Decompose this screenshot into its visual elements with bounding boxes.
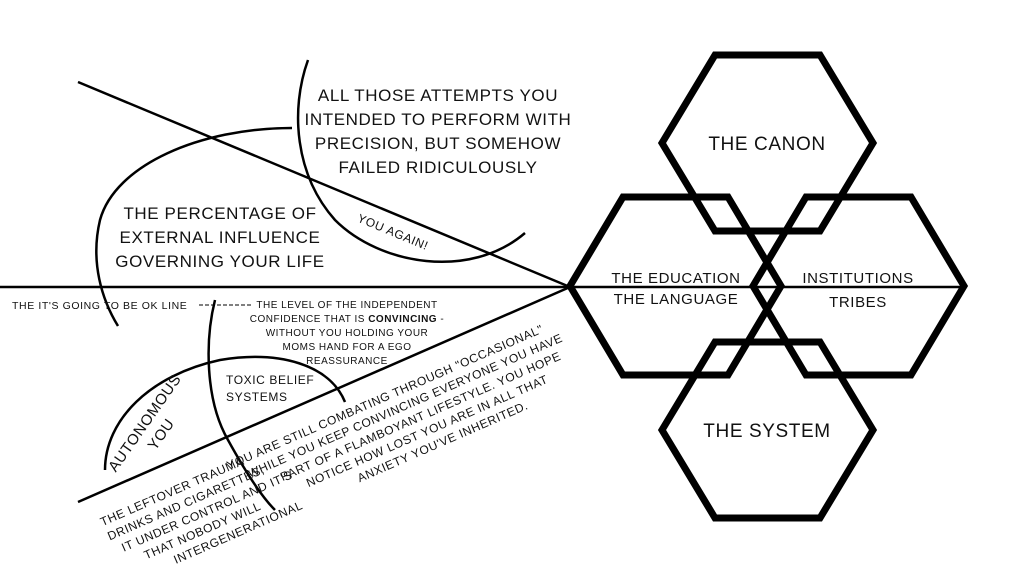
the-education-label: THE EDUCATION — [611, 270, 740, 287]
attempts-text-line-4: FAILED RIDICULOUSLY — [338, 158, 537, 177]
influence-text-line-1: THE PERCENTAGE OF — [123, 204, 316, 223]
attempts-text-line-3: PRECISION, BUT SOMEHOW — [315, 134, 561, 153]
confidence-text-line-2: CONFIDENCE THAT IS CONVINCING - — [250, 314, 444, 325]
upper-diagonal-line — [77, 80, 571, 289]
confidence-text-line-3: WITHOUT YOU HOLDING YOUR — [266, 328, 429, 339]
autonomous-curve — [103, 355, 347, 471]
toxic-text-line-1: TOXIC BELIEF — [226, 373, 314, 387]
ok-line-label: THE IT'S GOING TO BE OK LINE — [12, 300, 187, 312]
influence-text-line-3: GOVERNING YOUR LIFE — [115, 252, 324, 271]
the-canon-label: THE CANON — [708, 134, 825, 155]
hexagon-the-system — [657, 338, 878, 522]
confidence-text-part-a: CONFIDENCE THAT IS — [250, 314, 368, 325]
attempts-text-line-1: ALL THOSE ATTEMPTS YOU — [318, 86, 558, 105]
the-system-label: THE SYSTEM — [703, 421, 830, 442]
tribes-label: TRIBES — [829, 294, 887, 311]
the-language-label: THE LANGUAGE — [614, 291, 739, 308]
confidence-curve — [207, 299, 276, 511]
attempts-text-line-2: INTENDED TO PERFORM WITH — [305, 110, 572, 129]
hexagon-the-canon — [657, 51, 878, 235]
toxic-text-line-2: SYSTEMS — [226, 390, 288, 404]
confidence-text-line-4: MOMS HAND FOR A EGO — [283, 342, 412, 353]
lower-diagonal-line — [77, 285, 571, 504]
confidence-text-line-5: REASSURANCE — [306, 356, 388, 367]
influence-curve — [95, 126, 293, 327]
confidence-text-line-1: THE LEVEL OF THE INDEPENDENT — [256, 300, 437, 311]
confidence-text-convincing: CONVINCING — [368, 314, 437, 325]
influence-text-line-2: EXTERNAL INFLUENCE — [120, 228, 321, 247]
confidence-text-part-c: - — [437, 314, 444, 325]
attempts-curve — [296, 59, 526, 264]
you-again-label: YOU AGAIN! — [356, 211, 431, 253]
institutions-label: INSTITUTIONS — [802, 270, 913, 287]
